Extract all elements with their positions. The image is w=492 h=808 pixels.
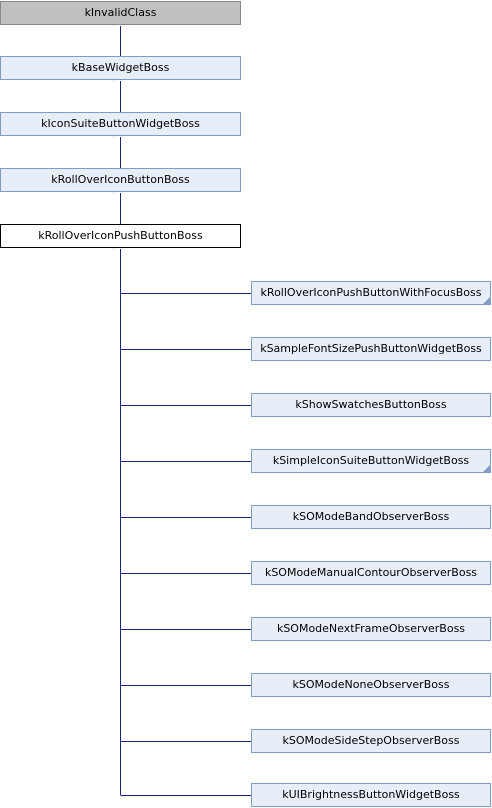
class-node-label: kUIBrightnessButtonWidgetBoss (282, 788, 460, 801)
class-node-child[interactable]: kSimpleIconSuiteButtonWidgetBoss (251, 449, 491, 473)
class-node-label: kRollOverIconPushButtonWithFocusBoss (260, 286, 482, 299)
class-node-label: kSOModeNextFrameObserverBoss (276, 622, 466, 635)
class-node-label: kSOModeSideStepObserverBoss (282, 734, 460, 747)
class-node-label: kShowSwatchesButtonBoss (295, 398, 447, 411)
class-node-child[interactable]: kSampleFontSizePushButtonWidgetBoss (251, 337, 491, 361)
class-node-roll-over-icon-button-boss[interactable]: kRollOverIconButtonBoss (0, 168, 241, 192)
class-node-label: kSOModeBandObserverBoss (292, 510, 450, 523)
class-node-current: kRollOverIconPushButtonBoss (0, 224, 241, 248)
more-indicator-icon (483, 297, 490, 304)
class-node-invalid-class[interactable]: kInvalidClass (0, 1, 241, 25)
class-node-child[interactable]: kSOModeSideStepObserverBoss (251, 729, 491, 753)
class-node-child[interactable]: kSOModeBandObserverBoss (251, 505, 491, 529)
class-node-child[interactable]: kSOModeManualContourObserverBoss (251, 561, 491, 585)
class-node-child[interactable]: kUIBrightnessButtonWidgetBoss (251, 783, 491, 807)
class-node-label: kSampleFontSizePushButtonWidgetBoss (260, 342, 482, 355)
class-node-icon-suite-button-widget-boss[interactable]: kIconSuiteButtonWidgetBoss (0, 112, 241, 136)
more-indicator-icon (483, 465, 490, 472)
class-node-base-widget-boss[interactable]: kBaseWidgetBoss (0, 56, 241, 80)
class-node-label: kSOModeManualContourObserverBoss (264, 566, 478, 579)
class-node-child[interactable]: kRollOverIconPushButtonWithFocusBoss (251, 281, 491, 305)
class-node-child[interactable]: kSOModeNextFrameObserverBoss (251, 617, 491, 641)
class-node-child[interactable]: kSOModeNoneObserverBoss (251, 673, 491, 697)
class-node-label: kSOModeNoneObserverBoss (292, 678, 450, 691)
class-node-child[interactable]: kShowSwatchesButtonBoss (251, 393, 491, 417)
class-node-label: kSimpleIconSuiteButtonWidgetBoss (272, 454, 470, 467)
